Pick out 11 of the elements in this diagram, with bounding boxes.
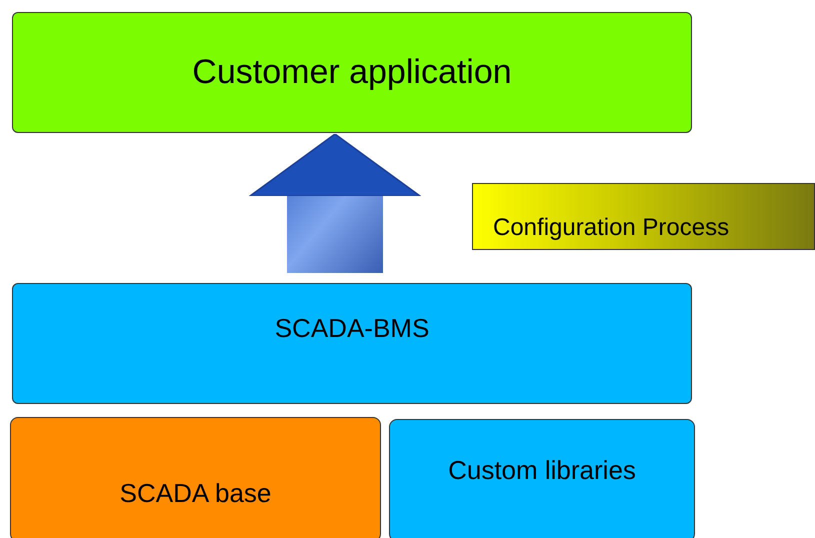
- layer-box: [389, 419, 695, 538]
- box-label: Configuration Process: [493, 214, 730, 241]
- layer-box: [12, 283, 692, 404]
- box-label: SCADA base: [120, 479, 272, 508]
- box-label: SCADA-BMS: [274, 314, 430, 343]
- box-label: Customer application: [192, 54, 512, 92]
- block-arrow: [249, 133, 421, 273]
- box-label: Custom libraries: [448, 456, 636, 485]
- application-box: [12, 12, 692, 133]
- layer-box: [10, 417, 381, 538]
- process-box: [472, 183, 815, 250]
